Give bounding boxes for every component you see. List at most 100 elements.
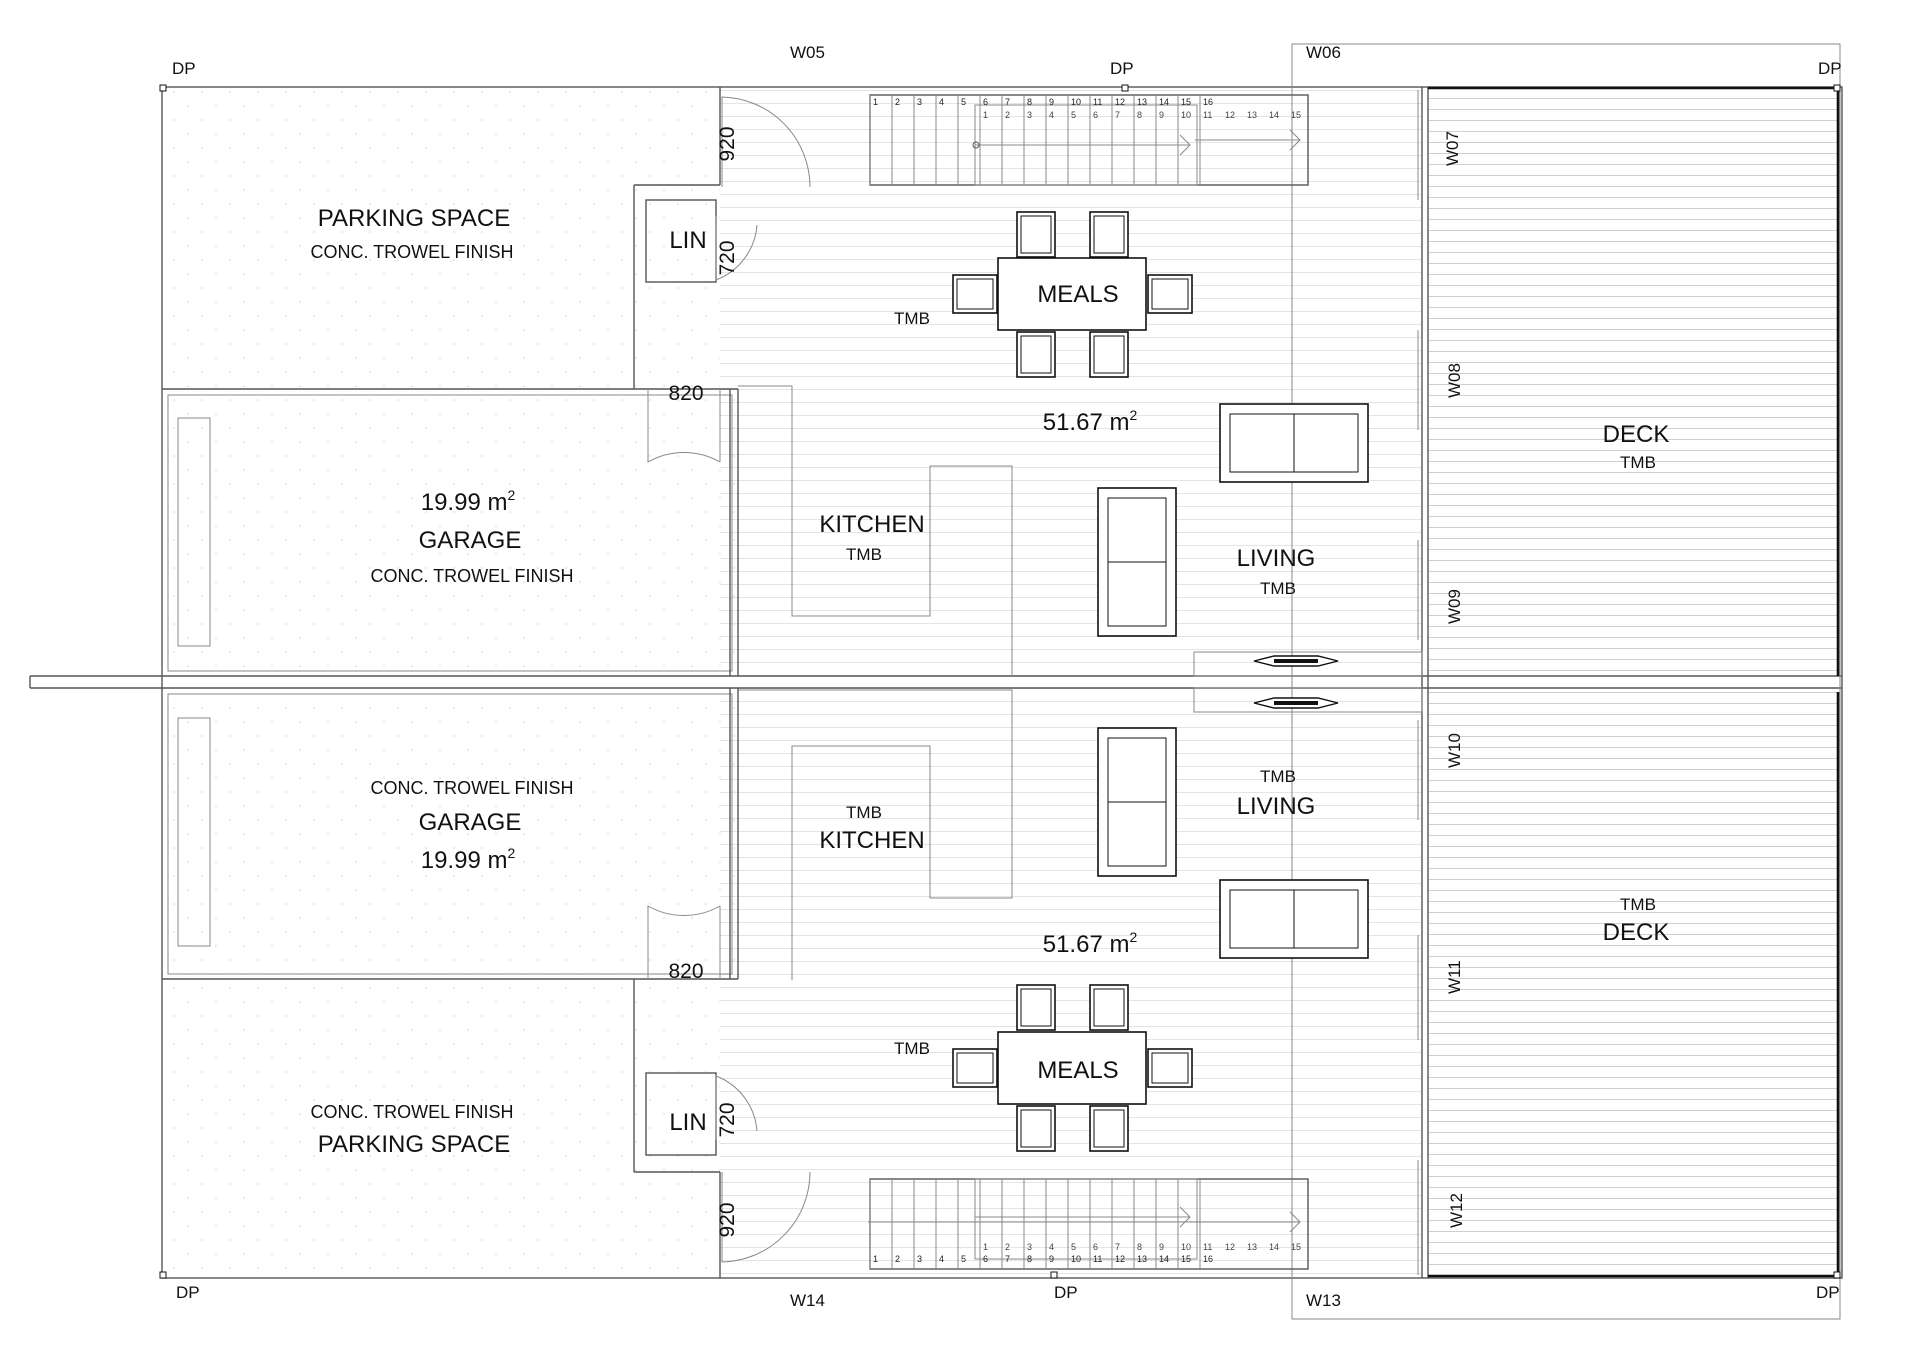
meals-label: MEALS [1037,281,1118,308]
stair-step-number: 14 [1269,110,1279,120]
stair-step-number: 9 [1159,110,1164,120]
kitchen-floor-label: TMB [846,545,882,564]
garage-finish-label: CONC. TROWEL FINISH [370,778,573,798]
stair-step-number: 15 [1181,97,1191,107]
living-area-label: 51.67 m2 [1043,929,1138,958]
stair-step-number: 13 [1137,97,1147,107]
linen-label: LIN [669,227,706,254]
living-label: LIVING [1237,793,1316,820]
stair-step-number: 3 [1027,1242,1032,1252]
stair-step-number: 14 [1159,97,1169,107]
parking-space-label: PARKING SPACE [318,205,511,232]
deck-label: DECK [1603,919,1670,946]
stair-step-number: 16 [1203,1254,1213,1264]
window-label-w08: W08 [1445,363,1464,398]
linen-door-dim: 720 [716,240,739,275]
deck-label: DECK [1603,421,1670,448]
entry-door-dim: 920 [716,126,739,161]
stair-step-number: 5 [1071,110,1076,120]
stair-step-number: 2 [1005,1242,1010,1252]
garage-finish-label: CONC. TROWEL FINISH [370,566,573,586]
stair-step-number: 8 [1137,110,1142,120]
window-label-w07: W07 [1443,131,1462,166]
stair-step-number: 12 [1115,97,1125,107]
stair-step-number: 5 [1071,1242,1076,1252]
garage-door-dim: 820 [668,960,703,983]
stair-step-number: 1 [983,110,988,120]
stair-step-number: 9 [1049,1254,1054,1264]
stair-step-number: 1 [983,1242,988,1252]
stair-step-number: 15 [1291,110,1301,120]
dining-set-top [952,211,1193,378]
stair-step-number: 10 [1181,110,1191,120]
interior-fill-top [720,88,1422,676]
window-label-w09: W09 [1445,589,1464,624]
stair-step-number: 9 [1049,97,1054,107]
stair-step-number: 14 [1159,1254,1169,1264]
window-label-w06: W06 [1306,43,1341,62]
living-floor-label: TMB [1260,579,1296,598]
stair-step-number: 1 [873,97,878,107]
stair-step-number: 10 [1071,1254,1081,1264]
garage-fill-top [163,389,738,675]
meals-floor-label: TMB [894,1039,930,1058]
parking-finish-label: CONC. TROWEL FINISH [310,242,513,262]
stair-step-number: 2 [895,97,900,107]
meals-floor-label: TMB [894,309,930,328]
doors [647,96,811,1263]
window-label-w05: W05 [790,43,825,62]
stair-step-number: 8 [1027,1254,1032,1264]
stair-step-number: 8 [1027,97,1032,107]
stair-step-number: 13 [1137,1254,1147,1264]
stair-step-number: 15 [1291,1242,1301,1252]
living-area-label: 51.67 m2 [1043,407,1138,436]
deck-floor-label: TMB [1620,895,1656,914]
stair-step-number: 7 [1115,1242,1120,1252]
parking-fill-bottom [163,979,720,1278]
window-label-w12: W12 [1447,1193,1466,1228]
stair-step-number: 4 [939,1254,944,1264]
stair-step-number: 16 [1203,97,1213,107]
stair-step-number: 13 [1247,110,1257,120]
stair-step-number: 4 [1049,110,1054,120]
stair-step-number: 2 [1005,110,1010,120]
window-label-w14: W14 [790,1291,825,1310]
stair-step-number: 15 [1181,1254,1191,1264]
stair-step-number: 11 [1093,1254,1102,1264]
parking-space-label: PARKING SPACE [318,1131,511,1158]
stair-step-number: 7 [1005,1254,1010,1264]
stair-step-number: 3 [917,1254,922,1264]
stair-step-number: 9 [1159,1242,1164,1252]
garage-fill-bottom [163,689,738,979]
stair-step-number: 4 [939,97,944,107]
stair-step-number: 6 [983,97,988,107]
interior-fill-bottom [720,688,1422,1278]
parking-finish-label: CONC. TROWEL FINISH [310,1102,513,1122]
kitchen-label: KITCHEN [819,827,924,854]
garage-area-label: 19.99 m2 [421,845,516,874]
stair-step-number: 11 [1203,110,1212,120]
living-floor-label: TMB [1260,767,1296,786]
stair-step-number: 6 [1093,110,1098,120]
stair-step-number: 12 [1115,1254,1125,1264]
stair-step-number: 10 [1181,1242,1191,1252]
downpipe-markers [159,84,1841,1279]
sofa-top-horizontal [1219,403,1369,483]
garage-label: GARAGE [419,809,522,836]
stair-step-number: 1 [873,1254,878,1264]
stair-step-number: 6 [1093,1242,1098,1252]
kitchen-floor-label: TMB [846,803,882,822]
stair-step-number: 6 [983,1254,988,1264]
stair-step-number: 10 [1071,97,1081,107]
stair-step-number: 5 [961,1254,966,1264]
sofa-bottom-vertical [1097,727,1177,877]
stair-step-number: 12 [1225,1242,1235,1252]
stair-step-number: 7 [1005,97,1010,107]
dp-label: DP [1818,59,1842,78]
window-label-w11: W11 [1445,960,1464,994]
deck-fill-bottom [1428,692,1838,1277]
linen-door-dim: 720 [716,1102,739,1137]
stair-step-number: 2 [895,1254,900,1264]
stair-step-number: 12 [1225,110,1235,120]
